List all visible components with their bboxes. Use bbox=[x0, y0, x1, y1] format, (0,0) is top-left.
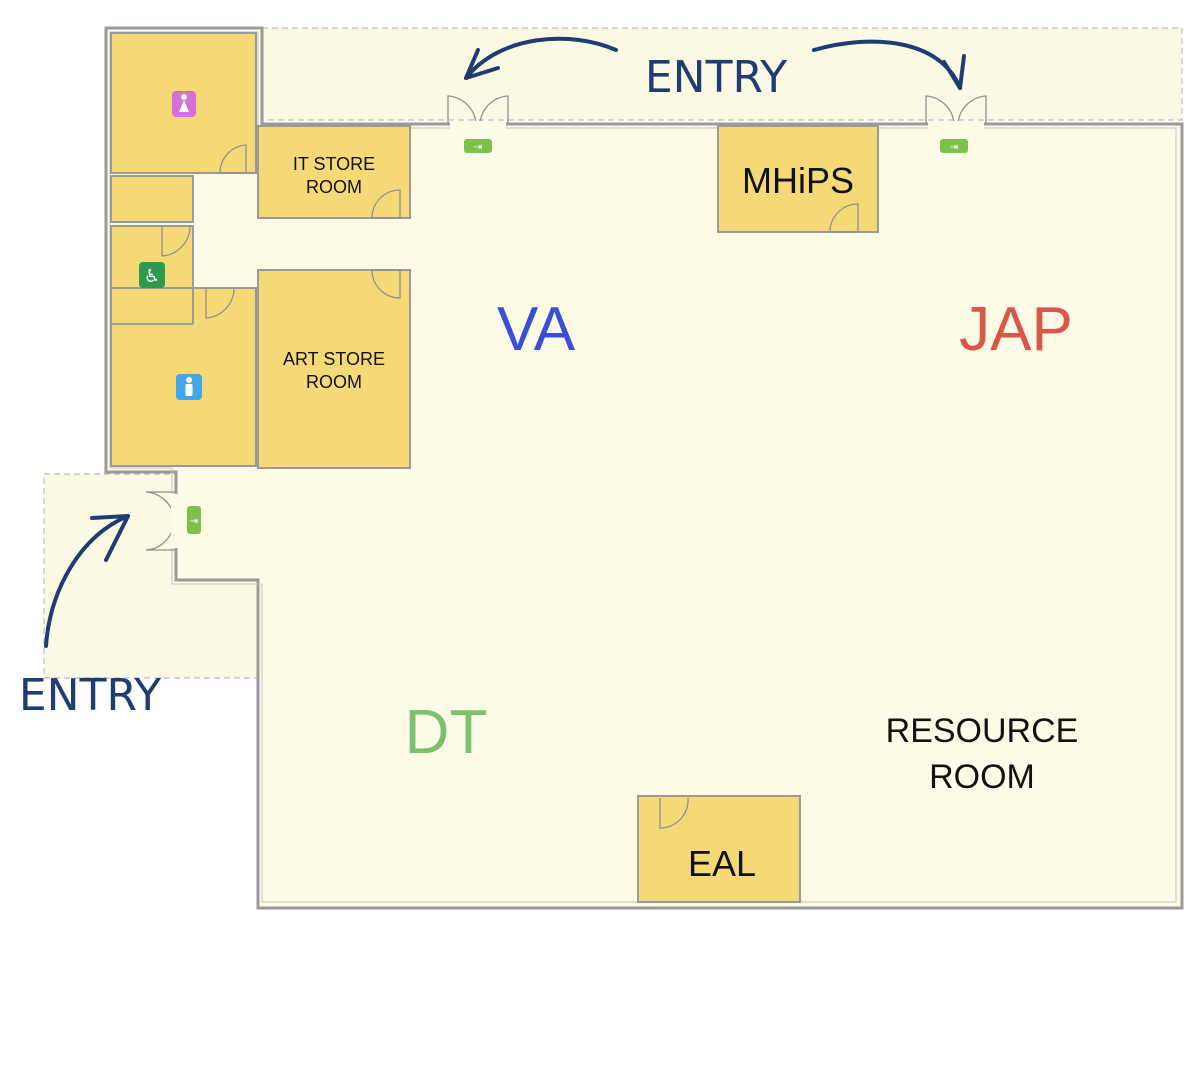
eal-label: EAL bbox=[688, 843, 756, 884]
art-store-room bbox=[257, 269, 411, 469]
entry-label-top: ENTRY bbox=[645, 52, 787, 103]
resource-room-label: RESOURCE bbox=[886, 712, 1079, 750]
zone-label-dt: DT bbox=[405, 698, 488, 767]
eal-room bbox=[637, 795, 801, 903]
resource-room-label: ROOM bbox=[929, 758, 1035, 796]
top-entry-area bbox=[261, 27, 1183, 121]
main-floor bbox=[104, 26, 1184, 910]
exit-sign-icon: ⇥ bbox=[464, 139, 492, 153]
exit-sign-icon: ⇥ bbox=[940, 139, 968, 153]
corridor bbox=[194, 177, 256, 287]
zone-label-jap: JAP bbox=[959, 295, 1073, 364]
female-toilet-icon bbox=[172, 91, 196, 117]
it-store-room bbox=[257, 125, 411, 219]
main-floor-inner-wall bbox=[109, 31, 1177, 903]
it-store-label: IT STORE bbox=[293, 154, 375, 174]
svg-text:⇥: ⇥ bbox=[190, 516, 198, 527]
it-store-label: ROOM bbox=[306, 177, 362, 197]
male-toilet-icon bbox=[176, 374, 202, 400]
entry-label-left: ENTRY bbox=[19, 670, 161, 721]
mhips-room bbox=[717, 125, 879, 233]
cleaner-room bbox=[110, 175, 194, 223]
svg-text:♿: ♿ bbox=[144, 266, 160, 287]
art-store-label: ROOM bbox=[306, 372, 362, 392]
entry-arrows bbox=[44, 36, 966, 648]
entry-arrow-left bbox=[44, 514, 130, 648]
zone-label-va: VA bbox=[497, 295, 576, 364]
entry-arrow-top-left bbox=[464, 36, 618, 80]
svg-text:⇥: ⇥ bbox=[950, 142, 958, 153]
exit-sign-icon: ⇥ bbox=[187, 506, 201, 534]
art-store-label: ART STORE bbox=[283, 349, 385, 369]
svg-text:⇥: ⇥ bbox=[474, 142, 482, 153]
mhips-label: MHiPS bbox=[742, 160, 854, 201]
accessible-toilet-icon: ♿ bbox=[139, 262, 165, 288]
